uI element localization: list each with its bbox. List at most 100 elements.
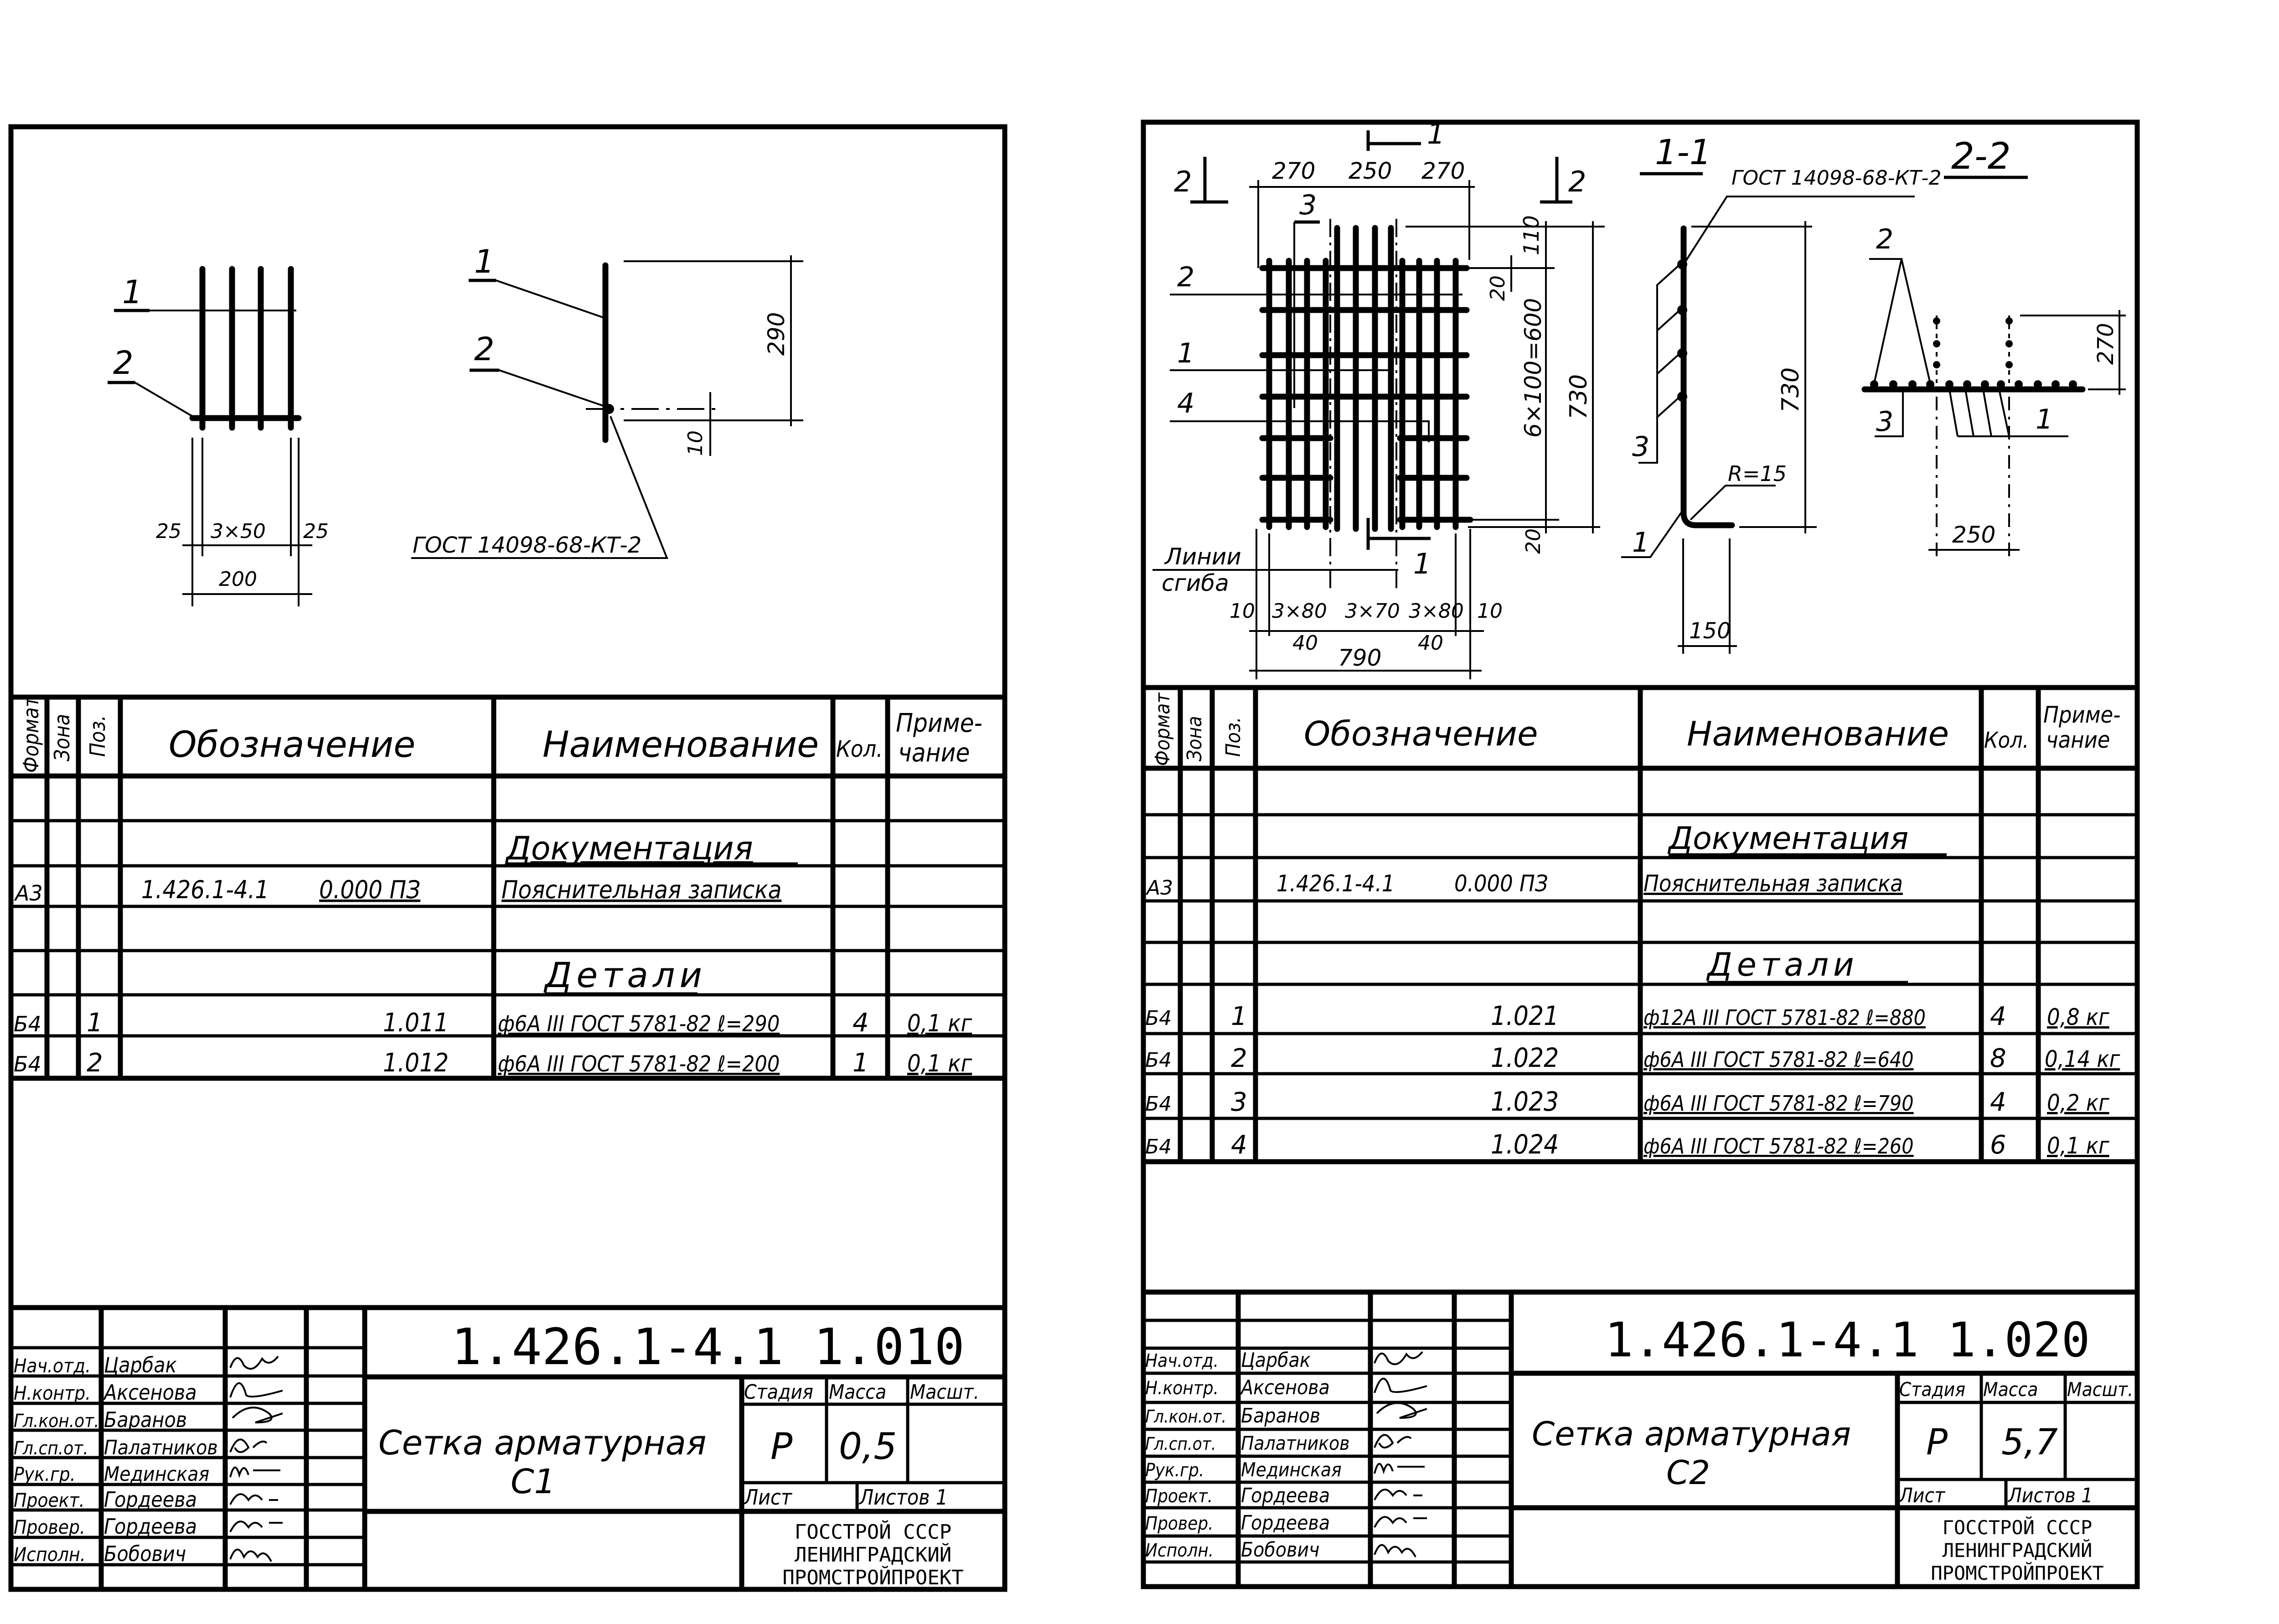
stage-label: Стадия	[1899, 1378, 1965, 1401]
cell-qty: 4	[853, 1008, 869, 1038]
cell-format: А3	[1145, 876, 1173, 900]
header-format: Формат	[1151, 692, 1174, 766]
leader-line	[1690, 485, 1776, 521]
dim-text: 3×80	[1409, 600, 1464, 623]
staff-name: Палатников	[1241, 1432, 1349, 1454]
drawing-code: 1.426.1-4.1 1.010	[451, 1318, 965, 1376]
dim-text: 110	[1519, 215, 1544, 255]
staff-role: Проект.	[1145, 1486, 1213, 1507]
dim-text: 150	[1689, 618, 1731, 644]
header-note: чание	[2046, 727, 2110, 753]
staff-role: Н.контр.	[14, 1382, 91, 1404]
table-row: Б4 4 1.024 ф6А III ГОСТ 5781-82 ℓ=260 6 …	[1145, 1129, 2109, 1160]
cell-pos: 1	[87, 1008, 103, 1038]
dim-text: 10	[684, 430, 707, 456]
cell-pos: 1	[1231, 1002, 1247, 1031]
stage-value: Р	[1926, 1422, 1948, 1463]
bar-section-dot	[1933, 317, 1940, 325]
staff-role: Рук.гр.	[14, 1463, 76, 1485]
title-block-c1: 1.426.1-4.1 1.010 Сетка арматурная С1 Ст…	[11, 1305, 1005, 1589]
section-docs: Документация	[505, 830, 753, 867]
cell-name: ф6А III ГОСТ 5781-82 ℓ=200	[498, 1051, 780, 1077]
cell-designation: 0.000 ПЗ	[319, 875, 420, 904]
signature-icon	[1374, 1463, 1425, 1474]
sheet-label: Лист	[743, 1485, 793, 1510]
cell-format: А3	[14, 881, 43, 905]
dim-text: 6×100=600	[1520, 298, 1546, 438]
cell-designation: 1.021	[1491, 1000, 1559, 1031]
dim-text: 3×70	[1345, 600, 1400, 623]
bar-section-dot	[2015, 380, 2023, 388]
cell-name: ф6А III ГОСТ 5781-82 ℓ=260	[1643, 1134, 1914, 1159]
dim-text: 290	[763, 312, 790, 356]
bar-section-dot	[2052, 380, 2060, 388]
bar-section-dot	[1908, 380, 1917, 388]
cell-designation: 1.022	[1491, 1042, 1559, 1073]
spec-table-c1: Формат Зона Поз. Обозначение Наименовани…	[11, 694, 1005, 1081]
pos-label: 1	[1177, 337, 1194, 369]
bar-section-dot	[1677, 348, 1687, 358]
pos-label: 2	[113, 344, 134, 382]
signature-icon	[1376, 1402, 1427, 1419]
header-note: чание	[898, 738, 970, 768]
cell-name: ф12А III ГОСТ 5781-82 ℓ=880	[1643, 1005, 1926, 1030]
section-2-2: 2-2 2 3	[1861, 135, 2126, 561]
leader-line	[469, 279, 606, 319]
cell-designation: 1.426.1-4.1	[141, 875, 269, 904]
mass-label: Масса	[829, 1381, 886, 1404]
staff-name: Аксенова	[1240, 1376, 1330, 1399]
cell-format: Б4	[1145, 1135, 1172, 1159]
table-row: Б4 2 1.022 ф6А III ГОСТ 5781-82 ℓ=640 8 …	[1145, 1042, 2120, 1073]
dim-text: 20	[1522, 528, 1545, 554]
staff-name: Бобович	[1241, 1538, 1319, 1562]
cell-designation: 1.011	[383, 1008, 449, 1038]
pos-label: 1	[2036, 403, 2053, 435]
bar-section-dot	[2034, 380, 2042, 388]
signature-icon	[229, 1466, 280, 1478]
staff-name: Царбак	[104, 1353, 177, 1377]
header-designation: Обозначение	[169, 724, 415, 765]
leader-line	[1656, 309, 1681, 331]
staff-list: Нач.отд. Царбак Н.контр. Аксенова Гл.кон…	[14, 1353, 218, 1566]
section-title: 1-1	[1655, 132, 1711, 172]
bar-section-dot	[1981, 380, 1989, 388]
signature-icon	[1374, 1434, 1412, 1448]
drawing-title: Сетка арматурная	[378, 1423, 706, 1463]
weld-note: ГОСТ 14098-68-КТ-2	[1731, 166, 1941, 190]
staff-role: Нач.отд.	[1145, 1350, 1219, 1371]
table-row: Б4 1 1.021 ф12А III ГОСТ 5781-82 ℓ=880 4…	[1145, 1000, 2109, 1031]
plan-view-c2: 270 250 270 1 1 2 2 3 2 1 4 110 2	[1152, 117, 1605, 679]
bar-section-dot	[1870, 380, 1878, 388]
sheet-c2: 270 250 270 1 1 2 2 3 2 1 4 110 2	[1141, 117, 2140, 1589]
org-line: ЛЕНИНГРАДСКИЙ	[795, 1542, 951, 1567]
section-mark-label: 2	[1174, 165, 1192, 198]
cell-qty: 6	[1990, 1130, 2006, 1160]
staff-name: Баранов	[104, 1407, 187, 1432]
sheets-count: Листов 1	[2007, 1484, 2093, 1507]
weld-note: ГОСТ 14098-68-КТ-2	[413, 533, 641, 558]
bar-pos1-bent	[1680, 225, 1735, 528]
staff-role: Провер.	[14, 1516, 85, 1538]
signature-icon	[229, 1355, 279, 1370]
header-qty: Кол.	[1984, 728, 2029, 753]
leader-line	[1964, 389, 1974, 437]
cell-format: Б4	[14, 1012, 41, 1036]
mass-label: Масса	[1983, 1378, 2038, 1401]
dim-text: 10	[1230, 600, 1255, 623]
pos-label: 3	[1299, 189, 1317, 221]
dim-text: 250	[1349, 158, 1392, 184]
staff-role: Нач.отд.	[14, 1355, 91, 1377]
signature-icon	[229, 1438, 268, 1453]
header-zone: Зона	[50, 714, 74, 761]
dim-text: 10	[1477, 600, 1503, 623]
cell-qty: 4	[1990, 1002, 2006, 1031]
cell-designation: 1.012	[383, 1048, 449, 1078]
sheet-frame	[1141, 119, 2140, 1589]
signature-icon	[229, 1493, 278, 1505]
staff-name: Гордеева	[1241, 1484, 1330, 1507]
cell-format: Б4	[14, 1052, 41, 1076]
cell-name: ф6А III ГОСТ 5781-82 ℓ=640	[1643, 1047, 1914, 1072]
cell-qty: 4	[1990, 1087, 2006, 1117]
pos-label: 3	[1876, 406, 1893, 438]
